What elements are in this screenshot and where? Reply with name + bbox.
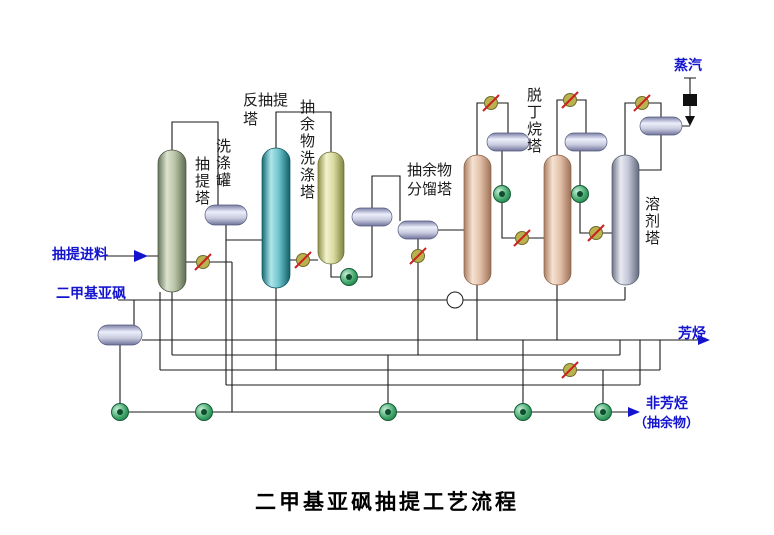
wash-tank-vessel	[204, 204, 248, 226]
reflux-drum-3	[639, 116, 683, 136]
control-valve	[513, 229, 531, 247]
pump	[340, 268, 358, 286]
non-aromatics-arrow	[628, 407, 640, 417]
inline-instrument	[446, 291, 464, 309]
non-aromatics-note-label: （抽余物）	[634, 415, 700, 430]
control-valve	[633, 94, 651, 112]
raffinate-wash-tower-label: 抽余物洗涤塔	[298, 99, 315, 201]
control-valves	[194, 91, 651, 379]
solvent-tower	[611, 154, 640, 286]
pump	[111, 403, 129, 421]
fractionator-feed-drum	[397, 220, 439, 240]
control-valve	[482, 94, 500, 112]
wash-tank-label: 洗涤罐	[214, 138, 231, 189]
raffinate-wash-tower	[317, 151, 345, 265]
pump	[571, 185, 589, 203]
extraction-tower	[157, 149, 187, 293]
raffinate-fractionator-tower	[463, 154, 492, 286]
dmso-label: 二甲基亚砜	[56, 285, 126, 301]
reflux-drum-2	[564, 132, 608, 152]
feed-drum	[97, 324, 143, 346]
feed-arrow	[134, 250, 148, 262]
non-aromatics-label: 非芳烃	[646, 395, 688, 411]
steam-label: 蒸汽	[674, 57, 702, 73]
back-extraction-tower	[261, 147, 291, 289]
diagram-title: 二甲基亚砜抽提工艺流程	[255, 491, 519, 514]
aromatics-arrow	[698, 335, 710, 345]
raffinate-drum	[351, 207, 393, 227]
steam-arrow	[685, 116, 695, 126]
control-valve	[561, 361, 579, 379]
pump	[493, 185, 511, 203]
pump	[514, 403, 532, 421]
control-valve	[294, 251, 312, 269]
back-extraction-tower-label: 反抽提塔	[243, 92, 289, 128]
aromatics-label: 芳烃	[678, 325, 706, 341]
solvent-tower-label: 溶剂塔	[643, 196, 660, 247]
pumps	[111, 185, 612, 421]
pump	[195, 403, 213, 421]
control-valve	[561, 91, 579, 109]
debutanizer-tower	[543, 154, 572, 286]
pipe-network	[105, 77, 698, 413]
control-valve	[587, 224, 605, 242]
control-valve	[194, 253, 212, 271]
reflux-drum-1	[486, 132, 530, 152]
feed-label: 抽提进料	[52, 246, 108, 262]
pump	[594, 403, 612, 421]
steam-valve	[683, 94, 697, 106]
extraction-tower-label: 抽提塔	[193, 156, 210, 207]
pump	[379, 403, 397, 421]
raffinate-fractionator-label: 抽余物分馏塔	[407, 162, 453, 198]
control-valve	[409, 247, 427, 265]
debutanizer-label: 脱丁烷塔	[525, 87, 542, 155]
